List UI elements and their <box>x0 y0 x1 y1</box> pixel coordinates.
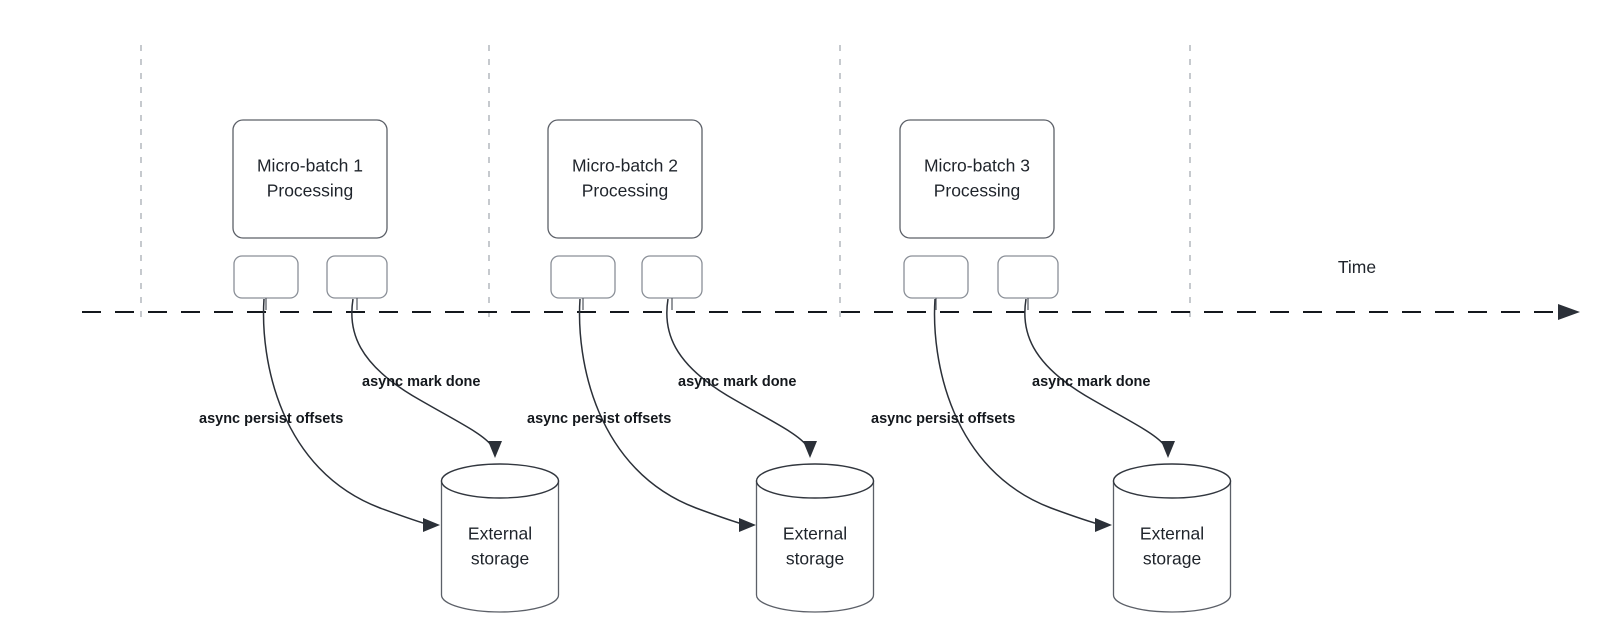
external-storage-label-line2: storage <box>471 549 529 569</box>
edge-mark-done-arrowhead <box>803 441 817 458</box>
external-storage-label-line1: External <box>783 524 847 544</box>
external-storage-cylinder-body[interactable] <box>755 480 875 613</box>
micro-batch-box[interactable] <box>232 119 388 239</box>
external-storage-label-line2: storage <box>1143 549 1201 569</box>
edge-mark-done-label: async mark done <box>362 374 480 390</box>
edge-mark-done-path <box>351 298 493 447</box>
batch-groups-layer: Micro-batch 1 Processing async persist off… <box>199 119 1232 613</box>
micro-batch-label-line2: Processing <box>582 181 669 201</box>
edge-mark-done-label: async mark done <box>678 374 796 390</box>
external-storage-cylinder-top <box>755 463 875 499</box>
edge-mark-done-arrowhead <box>488 441 502 458</box>
edge-mark-done-path <box>666 298 808 447</box>
edge-persist-offsets-path <box>578 298 747 526</box>
edge-persist-offsets-arrowhead <box>423 518 440 532</box>
edge-persist-offsets-label: async persist offsets <box>199 411 343 427</box>
micro-batch-label-line2: Processing <box>267 181 354 201</box>
edge-persist-offsets-label: async persist offsets <box>527 411 671 427</box>
micro-batch-label-line2: Processing <box>934 181 1021 201</box>
timeline-layer: Time <box>82 257 1580 320</box>
task-box-offsets[interactable] <box>903 255 969 299</box>
micro-batch-label-line1: Micro-batch 2 <box>572 156 678 176</box>
external-storage-cylinder-top <box>440 463 560 499</box>
task-box-offsets[interactable] <box>550 255 616 299</box>
external-storage-label-line1: External <box>468 524 532 544</box>
external-storage-label-line1: External <box>1140 524 1204 544</box>
external-storage-cylinder-body[interactable] <box>440 480 560 613</box>
micro-batch-box[interactable] <box>547 119 703 239</box>
task-box-markdone[interactable] <box>641 255 703 299</box>
task-box-markdone[interactable] <box>997 255 1059 299</box>
time-axis-label: Time <box>1338 257 1376 277</box>
boundary-lines-layer <box>140 45 1191 320</box>
edge-persist-offsets-arrowhead <box>1095 518 1112 532</box>
time-axis-arrowhead <box>1558 304 1580 320</box>
edge-mark-done-arrowhead <box>1161 441 1175 458</box>
group-3: Micro-batch 3 Processing async persist off… <box>871 119 1232 613</box>
edge-persist-offsets-label: async persist offsets <box>871 411 1015 427</box>
edge-mark-done-label: async mark done <box>1032 374 1150 390</box>
task-box-offsets[interactable] <box>233 255 299 299</box>
group-1: Micro-batch 1 Processing async persist off… <box>199 119 560 613</box>
task-box-markdone[interactable] <box>326 255 388 299</box>
external-storage-cylinder-body[interactable] <box>1112 480 1232 613</box>
external-storage-label-line2: storage <box>786 549 844 569</box>
edge-mark-done-path <box>1024 298 1166 447</box>
micro-batch-label-line1: Micro-batch 3 <box>924 156 1030 176</box>
micro-batch-box[interactable] <box>899 119 1055 239</box>
micro-batch-label-line1: Micro-batch 1 <box>257 156 363 176</box>
external-storage-cylinder-top <box>1112 463 1232 499</box>
group-2: Micro-batch 2 Processing async persist off… <box>527 119 875 613</box>
edge-persist-offsets-path <box>262 298 431 526</box>
edge-persist-offsets-arrowhead <box>739 518 756 532</box>
edge-persist-offsets-path <box>933 298 1103 526</box>
